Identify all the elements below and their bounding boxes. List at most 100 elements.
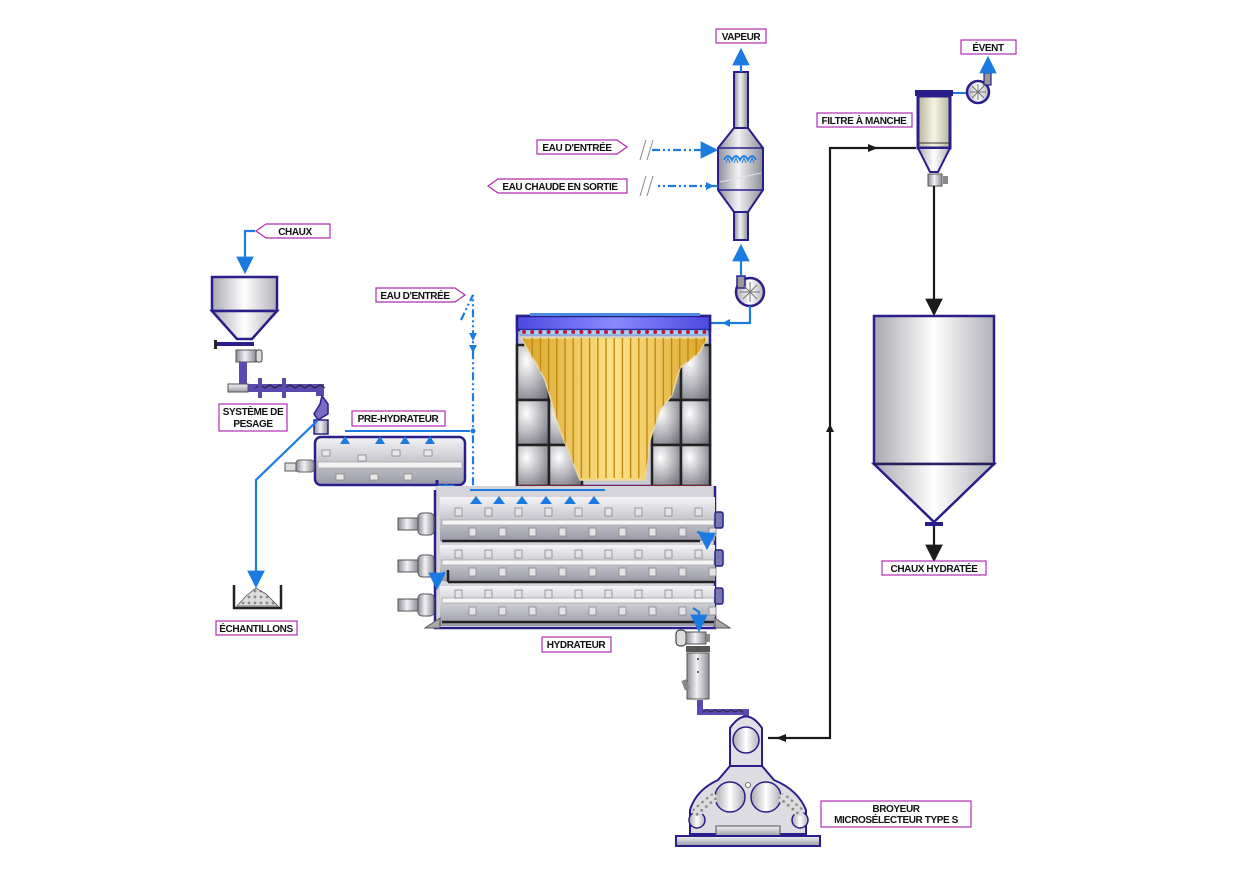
label-eau-entree-top-text: EAU D'ENTRÉE [542,141,612,154]
mixer-paddle [588,527,597,537]
weighing-screw-conveyor [227,362,329,435]
mixer-paddle [544,589,553,599]
pulse-nozzle [686,330,690,334]
pulse-nozzle [595,330,600,334]
hydrator-spray-nozzles [470,489,605,504]
mixer-paddle [484,507,493,517]
pulse-nozzle [538,330,543,334]
pulse-nozzle [563,330,567,334]
label-hydrateur: HYDRATEUR [541,636,612,653]
rotary-valve [675,629,710,652]
mixer-paddle [558,527,567,537]
mixer-paddle [528,527,537,537]
label-hydrateur-text: HYDRATEUR [547,640,607,651]
pulse-nozzle [669,330,674,334]
label-eau-entree-top: EAU D'ENTRÉE [536,139,629,155]
pulse-nozzle [702,330,707,334]
label-chaux: CHAUX [254,223,331,239]
pulse-nozzle [645,330,649,334]
label-pre-hydrateur: PRE-HYDRATEUR [351,410,446,427]
mixer-paddle [664,549,673,559]
mixer-paddle [648,567,657,577]
sample-line [247,419,319,589]
pulse-nozzle [612,330,617,334]
pulse-nozzle [604,330,608,334]
mixer-paddle [484,549,493,559]
mixer-paddle [648,606,657,616]
label-chaux-text: CHAUX [278,227,312,238]
pulse-nozzle [694,330,699,334]
condenser-water-in-line [639,139,719,161]
label-systeme-pesage: SYSTÈME DE PESAGE [218,403,288,432]
label-event-text: ÉVENT [972,41,1004,54]
mixer-paddle [678,606,687,616]
pulse-nozzle [636,330,641,334]
mixer-paddle [484,589,493,599]
lime-feed-line [236,229,255,275]
mixer-paddle [514,507,523,517]
label-eau-entree-mid: EAU D'ENTRÉE [375,287,467,303]
mixer-paddle [618,567,627,577]
mixer-paddle [514,589,523,599]
mixer-paddle [574,589,583,599]
mixer-paddle [694,507,703,517]
mixer-paddle [454,507,463,517]
pulse-nozzle [546,330,551,334]
mixer-paddle [558,567,567,577]
mixer-paddle [634,589,643,599]
mixer-paddle [708,567,717,577]
exhaust-fan-hydrator [734,275,766,308]
mixer-paddle [468,567,477,577]
mixer-paddle [454,589,463,599]
bag-filter [915,90,953,187]
mixer-paddle [528,606,537,616]
condenser-hot-water-out-line [639,175,718,197]
mixer-paddle [604,589,613,599]
label-broyeur-line2: MICROSÉLECTEUR TYPE S [834,813,959,826]
mixer-paddle [454,549,463,559]
samples-bin [232,585,283,610]
label-eau-chaude-sortie-text: EAU CHAUDE EN SORTIE [502,182,618,193]
pulse-nozzle [628,330,633,334]
pre-hydrator-spray-nozzles [340,430,470,444]
mixer-paddle [574,549,583,559]
mixer-paddle [634,549,643,559]
mixer-paddle [558,606,567,616]
mixer-paddle [498,567,507,577]
label-eau-entree-mid-text: EAU D'ENTRÉE [380,289,450,302]
label-vapeur-text: VAPEUR [722,32,762,43]
mixer-paddle [514,549,523,559]
mixer-paddle [574,507,583,517]
grinding-mill [675,715,821,847]
pulse-nozzle [554,330,559,334]
label-vapeur: VAPEUR [715,28,767,44]
mixer-paddle [708,606,717,616]
label-echantillons: ÉCHANTILLONS [215,620,298,636]
label-chaux-hydratee: CHAUX HYDRATÉE [881,560,987,576]
pulse-nozzle [620,330,625,334]
hydrator-dust-collector [515,313,712,488]
mixer-paddle [634,507,643,517]
mixer-paddle [694,549,703,559]
hydrated-lime-silo [870,314,998,526]
pulse-nozzle [587,330,592,334]
mixer-paddle [648,527,657,537]
label-systeme-pesage-line1: SYSTÈME DE [223,405,284,418]
mixer-paddle [468,527,477,537]
label-filtre-a-manche-text: FILTRE À MANCHE [822,114,908,127]
label-systeme-pesage-line2: PESAGE [233,419,273,430]
mixer-paddle [604,549,613,559]
mixer-paddle [544,507,553,517]
mixer-paddle [618,606,627,616]
mixer-paddle [708,527,717,537]
label-broyeur: BROYEUR MICROSÉLECTEUR TYPE S [820,800,972,828]
mill-feeder [681,652,749,718]
mixer-paddle [544,549,553,559]
mixer-paddle [694,589,703,599]
mixer-paddle [678,567,687,577]
hydrator [397,486,732,630]
mixer-paddle [664,507,673,517]
mixer-paddle [498,527,507,537]
vent-fan [953,72,992,105]
